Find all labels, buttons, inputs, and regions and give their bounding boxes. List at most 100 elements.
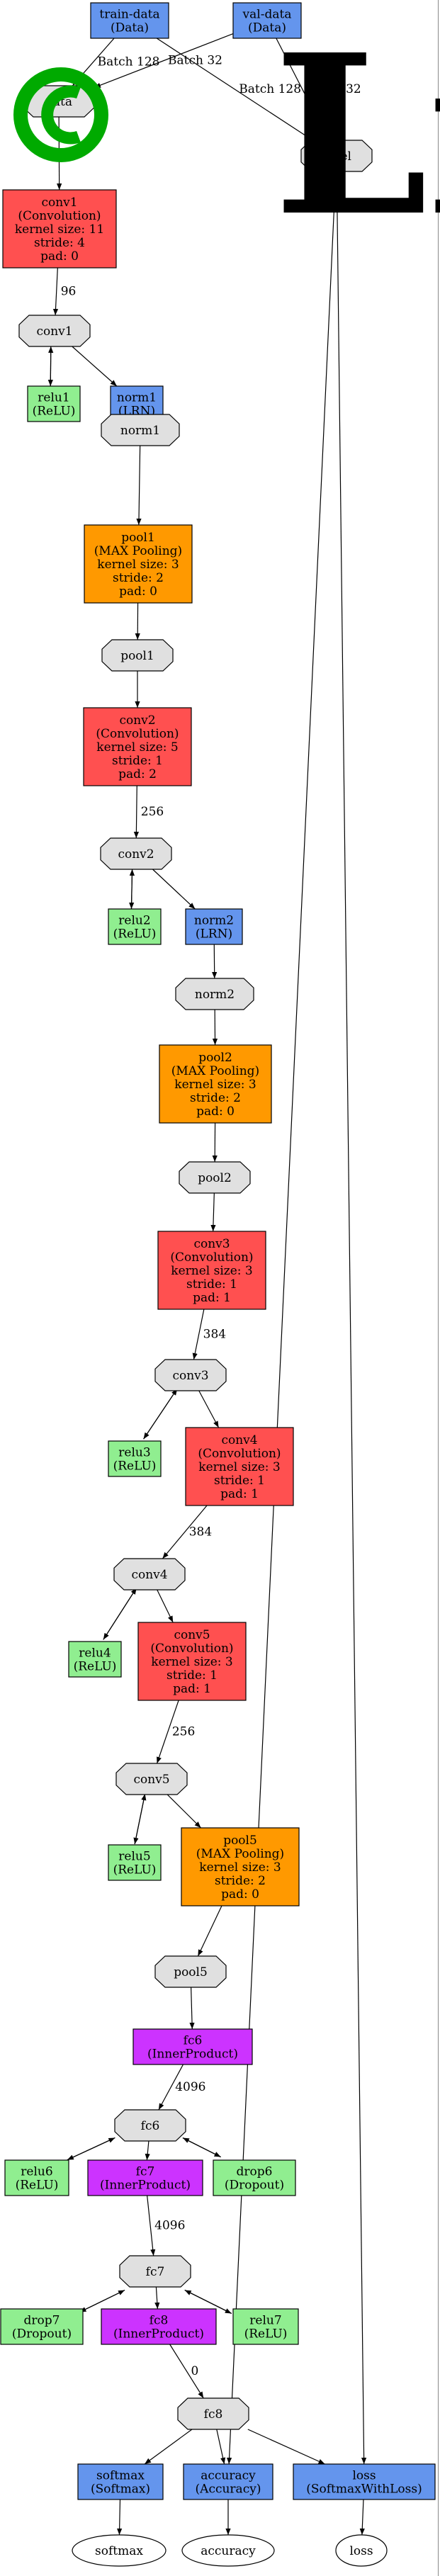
edge-relu5-to-conv5-blob bbox=[134, 1793, 147, 1845]
edge-drop6-to-fc6-blob bbox=[182, 2137, 221, 2158]
node-box bbox=[185, 908, 243, 945]
node-label-line: relu3 bbox=[118, 1446, 150, 1460]
blob-octagon bbox=[119, 2255, 191, 2288]
node-label-line: loss bbox=[352, 2469, 376, 2483]
node-label-line: (Convolution) bbox=[170, 1250, 253, 1265]
output-ellipse bbox=[181, 2534, 275, 2567]
edge-conv4-to-conv4-blob bbox=[162, 1505, 208, 1559]
node-fc8: fc8(InnerProduct) bbox=[101, 2308, 217, 2345]
node-conv3: conv3(Convolution)kernel size: 3stride: … bbox=[157, 1231, 266, 1310]
node-label-line: (Accuracy) bbox=[196, 2482, 261, 2497]
node-conv1: conv1(Convolution)kernel size: 11stride:… bbox=[2, 189, 117, 269]
node-label-line: conv2 bbox=[118, 847, 154, 862]
node-label-line: kernel size: 3 bbox=[174, 1078, 256, 1092]
edge-relu1-to-conv1-blob bbox=[48, 346, 54, 386]
node-box bbox=[0, 2308, 84, 2345]
edge-label: 4096 bbox=[154, 2219, 185, 2233]
blob-octagon bbox=[101, 414, 180, 446]
node-label-line: loss bbox=[349, 2544, 373, 2558]
node-label-line: pad: 2 bbox=[118, 767, 157, 781]
node-label-line: pad: 1 bbox=[220, 1487, 259, 1501]
blob-octagon bbox=[115, 1763, 188, 1795]
node-label-line: conv1 bbox=[36, 324, 72, 339]
node-pool2-blob: pool2 bbox=[179, 1161, 251, 1194]
node-box bbox=[157, 1231, 266, 1310]
blob-octagon bbox=[154, 1955, 227, 1988]
copyright-c-icon bbox=[41, 85, 81, 145]
node-label-line: kernel size: 3 bbox=[199, 1860, 281, 1875]
node-label-line: conv4 bbox=[131, 1568, 167, 1582]
node-conv5: conv5(Convolution)kernel size: 3stride: … bbox=[137, 1622, 247, 1701]
edge-label: 384 bbox=[203, 1328, 226, 1342]
node-label-line: relu5 bbox=[118, 1850, 150, 1864]
blob-octagon bbox=[175, 978, 254, 1010]
node-fc6-blob: fc6 bbox=[114, 2109, 186, 2142]
node-softmax-out: softmax bbox=[72, 2534, 167, 2567]
node-label-line: stride: 1 bbox=[214, 1474, 265, 1488]
output-ellipse bbox=[72, 2534, 167, 2567]
node-label-line: (MAX Pooling) bbox=[94, 544, 182, 558]
edge-fc7-blob-to-fc8 bbox=[154, 2286, 160, 2310]
blob-octagon bbox=[101, 639, 174, 672]
node-label-line: kernel size: 3 bbox=[198, 1460, 280, 1474]
node-box bbox=[213, 2159, 296, 2196]
node-label-line: pool1 bbox=[121, 531, 155, 545]
edge-fc6-blob-to-fc7 bbox=[145, 2140, 150, 2161]
node-pool5: pool5(MAX Pooling)kernel size: 3stride: … bbox=[181, 1827, 300, 1906]
node-label-line: fc8 bbox=[150, 2314, 169, 2328]
node-label-line: kernel size: 3 bbox=[97, 558, 179, 572]
node-conv5-blob: conv5 bbox=[115, 1763, 188, 1795]
node-label-line: stride: 2 bbox=[215, 1874, 266, 1888]
node-label-line: (ReLU) bbox=[244, 2327, 288, 2341]
node-relu7: relu7(ReLU) bbox=[232, 2308, 299, 2345]
node-label-line: stride: 1 bbox=[167, 1668, 218, 1683]
node-label-line: fc7 bbox=[136, 2165, 155, 2179]
node-label-line: accuracy bbox=[201, 2469, 256, 2483]
node-box bbox=[159, 1044, 272, 1124]
node-label-line: norm1 bbox=[120, 424, 160, 438]
node-label-line: fc8 bbox=[204, 2407, 223, 2422]
node-label-line: stride: 4 bbox=[34, 236, 85, 250]
copyright-symbol-icon bbox=[13, 67, 108, 162]
node-label-line: kernel size: 3 bbox=[171, 1264, 252, 1278]
node-fc8-blob: fc8 bbox=[177, 2397, 249, 2430]
node-label-line: (Convolution) bbox=[198, 1447, 281, 1461]
node-pool1: pool1(MAX Pooling)kernel size: 3stride: … bbox=[84, 524, 193, 604]
node-label-line: drop7 bbox=[24, 2314, 60, 2328]
node-conv4-blob: conv4 bbox=[113, 1558, 186, 1591]
node-pool1-blob: pool1 bbox=[101, 639, 174, 672]
node-label-line: relu2 bbox=[118, 914, 150, 928]
node-label-line: conv3 bbox=[193, 1237, 230, 1251]
node-label-line: pool5 bbox=[223, 1834, 257, 1848]
node-label-line: kernel size: 11 bbox=[15, 222, 104, 237]
node-label-line: (InnerProduct) bbox=[100, 2179, 191, 2193]
node-label-line: stride: 1 bbox=[112, 754, 163, 768]
node-label-line: conv3 bbox=[172, 1369, 208, 1383]
edge-label: 0 bbox=[191, 2364, 198, 2378]
edge-relu6-to-fc6-blob bbox=[67, 2137, 115, 2161]
node-label-line: kernel size: 3 bbox=[151, 1655, 232, 1669]
node-label-line: accuracy bbox=[201, 2544, 256, 2558]
node-box bbox=[77, 2463, 164, 2500]
edge-pool2-blob-to-conv3 bbox=[210, 1192, 216, 1232]
node-fc7-blob: fc7 bbox=[119, 2255, 191, 2288]
node-fc6: fc6(InnerProduct) bbox=[132, 2028, 253, 2065]
edge-label: Batch 128 bbox=[98, 55, 160, 69]
node-relu6: relu6(ReLU) bbox=[4, 2159, 69, 2196]
node-label-line: (ReLU) bbox=[33, 405, 76, 419]
node-label-line: conv5 bbox=[174, 1628, 210, 1642]
node-conv2-blob: conv2 bbox=[100, 837, 172, 870]
node-norm2: norm2(LRN) bbox=[185, 908, 243, 945]
node-relu3: relu3(ReLU) bbox=[108, 1440, 162, 1477]
node-accuracy: accuracy(Accuracy) bbox=[183, 2463, 273, 2500]
edge-label: Batch 32 bbox=[307, 82, 361, 96]
node-label-line: pad: 0 bbox=[221, 1887, 259, 1902]
node-label-line: norm1 bbox=[117, 391, 157, 405]
edge-label: 4096 bbox=[175, 2080, 205, 2094]
node-relu1: relu1(ReLU) bbox=[27, 385, 81, 422]
node-label-line: conv4 bbox=[221, 1433, 257, 1447]
edge-pool5-blob-to-fc6 bbox=[189, 1987, 195, 2030]
node-label-line: stride: 2 bbox=[113, 571, 164, 585]
node-box bbox=[232, 2, 302, 39]
edge-drop7-to-fc7-blob bbox=[79, 2289, 125, 2313]
